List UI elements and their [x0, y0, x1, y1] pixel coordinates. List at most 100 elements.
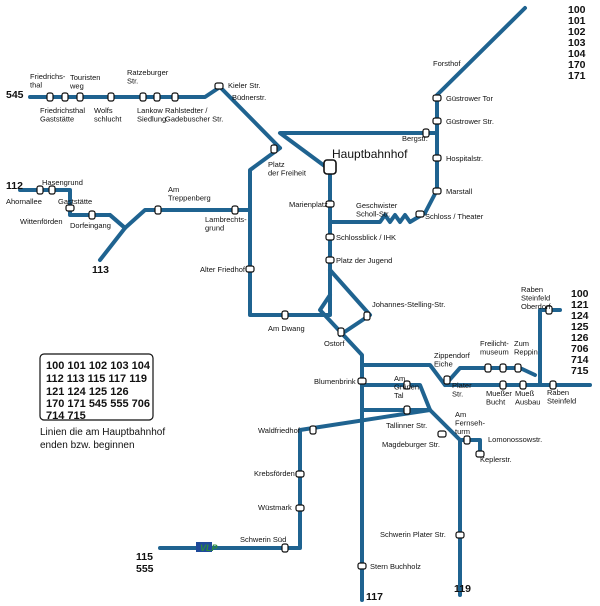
line-number: 100 — [571, 288, 589, 300]
stop-label: Blumenbrink — [314, 377, 356, 386]
line-number: 125 — [571, 321, 589, 333]
stop-marker — [231, 205, 239, 215]
legend-row: 121 124 125 126 — [46, 386, 129, 398]
stop-marker — [432, 117, 442, 125]
stop-label: Freilicht-museum — [480, 339, 509, 357]
stop-label: Gaststätte — [58, 197, 92, 206]
stop-marker — [363, 311, 371, 321]
stop-label: Ostorf — [324, 339, 345, 348]
hub-stop-marker — [323, 159, 337, 175]
stop-marker — [499, 363, 507, 373]
line-number: 171 — [568, 70, 586, 82]
stop-marker — [432, 154, 442, 162]
stop-marker — [65, 204, 75, 212]
stop-marker — [107, 92, 115, 102]
stop-marker — [549, 380, 557, 390]
logo-text: VLP — [200, 543, 219, 553]
stop-marker — [281, 543, 289, 553]
stop-marker — [432, 187, 442, 195]
stop-marker — [36, 185, 44, 195]
stop-marker — [415, 210, 425, 218]
line-number-group-ne: 100 101 102 103 104 170 171 — [568, 4, 586, 82]
stop-marker — [403, 405, 411, 415]
stop-label: Waldfriedhof — [258, 426, 301, 435]
stop-label: Schwerin Plater Str. — [380, 530, 446, 539]
stop-label: Magdeburger Str. — [382, 440, 440, 449]
line-number-117: 117 — [366, 591, 383, 603]
stop-label: Dorfeingang — [70, 221, 111, 230]
route-line-113b — [108, 213, 127, 230]
vlp-logo: VLP — [196, 542, 219, 553]
logo-bar — [196, 542, 212, 552]
stop-label: Schloss / Theater — [425, 212, 484, 221]
stop-marker — [281, 310, 289, 320]
stop-label: Marienplatz — [289, 200, 328, 209]
stop-label: Güstrower Str. — [446, 117, 494, 126]
stop-label: Krebsförden — [254, 469, 295, 478]
stop-marker — [270, 144, 278, 154]
stop-label: Marstall — [446, 187, 473, 196]
line-number-group-east: 100 121 124 125 126 706 714 715 — [571, 288, 589, 377]
line-number-119: 119 — [454, 583, 471, 595]
line-number: 102 — [568, 26, 586, 38]
line-number: 126 — [571, 332, 589, 344]
stop-marker — [61, 92, 69, 102]
stop-label: Hospitalstr. — [446, 154, 483, 163]
stop-label: Lomonossowstr. — [488, 435, 542, 444]
line-number-112: 112 — [6, 180, 23, 192]
legend-row: 170 171 545 555 706 — [46, 398, 150, 410]
stop-marker — [499, 380, 507, 390]
stop-marker — [357, 377, 367, 385]
stop-marker — [357, 562, 367, 570]
stop-label: Keplerstr. — [480, 455, 512, 464]
stop-label: Am Dwang — [268, 324, 305, 333]
stop-label: Wittenförden — [20, 217, 63, 226]
route-line-west — [28, 85, 282, 150]
line-number: 101 — [568, 15, 586, 27]
stop-marker — [519, 380, 527, 390]
stop-marker — [484, 363, 492, 373]
stop-marker — [214, 82, 224, 90]
legend-box — [39, 353, 154, 421]
line-number: 100 — [568, 4, 586, 16]
stop-marker — [139, 92, 147, 102]
legend-row: 112 113 115 117 119 — [46, 373, 147, 385]
line-number: 115 — [136, 551, 153, 563]
legend-row: 714 715 — [46, 410, 86, 422]
stop-marker — [337, 327, 345, 337]
stops — [36, 82, 557, 570]
stop-marker — [422, 128, 430, 138]
hub-label: Hauptbahnhof — [332, 147, 408, 161]
line-number-113: 113 — [92, 264, 109, 276]
stop-marker — [545, 305, 553, 315]
stop-label: Wüstmark — [258, 503, 292, 512]
route-line-east — [360, 308, 562, 387]
stop-marker — [514, 363, 522, 373]
stop-marker — [171, 92, 179, 102]
stop-label: Kieler Str. — [228, 81, 261, 90]
stop-marker — [88, 210, 96, 220]
stop-marker — [463, 435, 471, 445]
stop-marker — [76, 92, 84, 102]
stop-marker — [48, 185, 56, 195]
stop-marker — [325, 233, 335, 241]
stop-label: Platz der Jugend — [336, 256, 392, 265]
line-number: 715 — [571, 365, 589, 377]
stop-marker — [325, 256, 335, 264]
stop-marker — [455, 531, 465, 539]
stop-label: Forsthof — [433, 59, 461, 68]
